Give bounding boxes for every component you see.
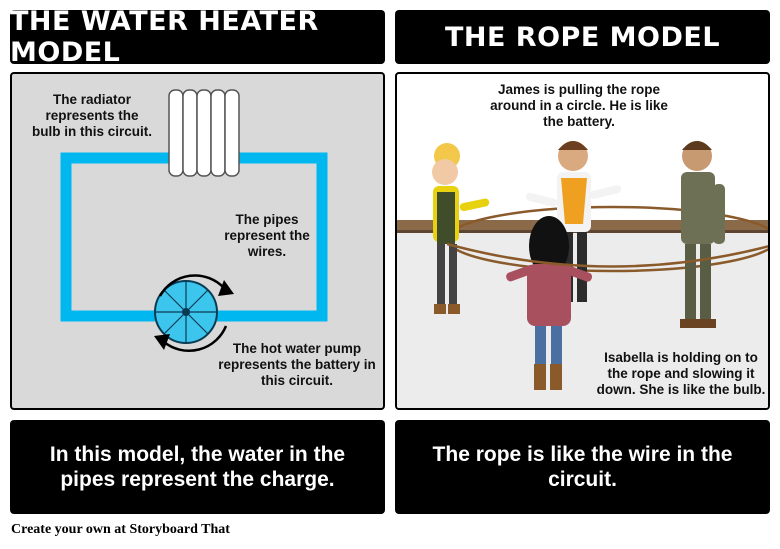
caption-rope-model: The rope is like the wire in the circuit… — [395, 420, 770, 514]
water-heater-diagram — [60, 89, 328, 352]
caption-water-model: In this model, the water in the pipes re… — [10, 420, 385, 514]
title-rope-model: THE ROPE MODEL — [395, 10, 770, 64]
arrow-head-top — [218, 280, 234, 296]
radiator-icon — [168, 89, 240, 177]
person-isabella — [506, 216, 593, 390]
water-pump-icon — [154, 280, 218, 344]
arrow-head-bottom — [154, 334, 170, 350]
label-isabella: Isabella is holding on to the rope and s… — [596, 350, 766, 397]
label-pump: The hot water pump represents the batter… — [218, 341, 376, 388]
rotation-arrows-icon — [158, 274, 228, 352]
panel-water-heater: The radiator represents the bulb in this… — [10, 72, 385, 410]
panel-rope: James is pulling the rope around in a ci… — [395, 72, 770, 410]
label-james: James is pulling the rope around in a ci… — [490, 82, 668, 129]
label-pipes: The pipes represent the wires. — [224, 212, 310, 259]
rope-scene — [397, 141, 768, 408]
person-right-man — [680, 141, 725, 328]
label-radiator: The radiator represents the bulb in this… — [31, 92, 152, 139]
person-left-woman — [432, 143, 490, 314]
title-water-heater-model: THE WATER HEATER MODEL — [10, 6, 385, 68]
footer-credit: Create your own at Storyboard That — [11, 522, 230, 537]
